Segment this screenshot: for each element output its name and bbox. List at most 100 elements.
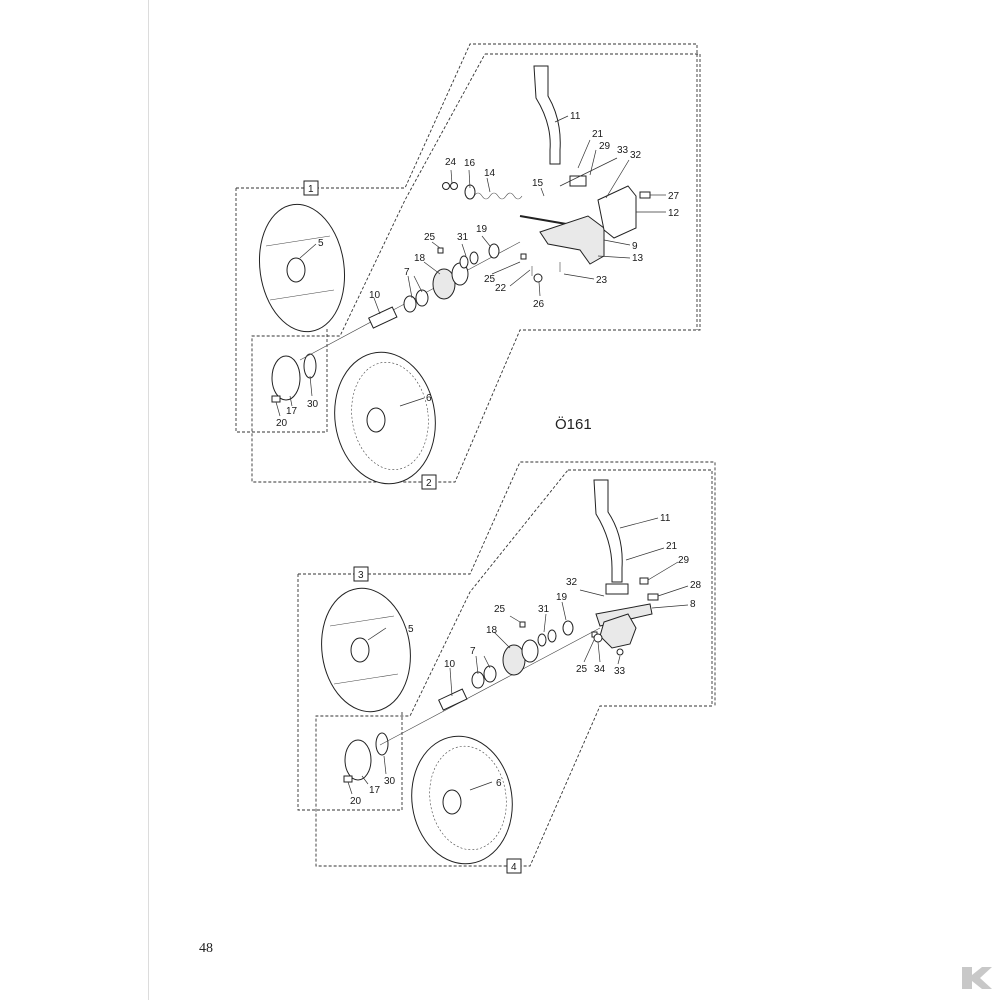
grease-nipple <box>519 621 526 628</box>
part-label: 25 <box>576 664 588 675</box>
part-label: 12 <box>668 208 680 219</box>
part-label: 33 <box>617 145 629 156</box>
assembly-lower: 3 4 <box>297 461 716 874</box>
group-number-3: 3 <box>358 570 364 581</box>
leader-lines <box>275 115 666 417</box>
stub-axle <box>438 688 468 711</box>
part-label: 11 <box>660 513 671 524</box>
bolt <box>639 577 649 585</box>
part-label: 8 <box>690 599 696 610</box>
part-label: 22 <box>495 283 507 294</box>
o-ring <box>303 353 317 379</box>
screw <box>343 775 353 783</box>
part-label: 21 <box>592 129 604 140</box>
group-box-4 <box>506 858 522 874</box>
grease-nipple <box>520 253 527 260</box>
assembly-upper: 1 2 <box>235 43 701 490</box>
screw <box>271 395 281 403</box>
part-label: 11 <box>570 111 581 122</box>
part-label: 14 <box>484 168 496 179</box>
group-box-3 <box>353 566 369 582</box>
figure-code: Ö161 <box>555 416 592 433</box>
part-label: 21 <box>666 541 678 552</box>
part-label: 28 <box>690 580 702 591</box>
part-label: 26 <box>533 299 545 310</box>
disc-notch-ring <box>429 745 507 851</box>
group-box-2 <box>421 474 437 490</box>
bearing <box>415 289 429 307</box>
part-label: 6 <box>496 778 502 789</box>
disc-notch-ring <box>351 361 429 471</box>
part-label: 30 <box>307 399 319 410</box>
group-outline-2 <box>251 53 701 483</box>
bush <box>469 251 479 265</box>
part-label: 30 <box>384 776 396 787</box>
group-number-2: 2 <box>426 478 432 489</box>
part-label: 10 <box>444 659 456 670</box>
part-label: 5 <box>318 238 324 249</box>
axle-centerline <box>379 627 601 746</box>
page-edge-rule <box>148 0 149 1000</box>
disc-hub-hole <box>366 407 386 433</box>
part-label: 25 <box>494 604 506 615</box>
washer <box>488 243 500 259</box>
part-label: 7 <box>470 646 476 657</box>
part-label: 32 <box>630 150 642 161</box>
part-label: 24 <box>445 157 457 168</box>
part-label: 5 <box>408 624 414 635</box>
bent-arm <box>533 65 561 165</box>
disc-slot <box>269 289 335 301</box>
spring <box>473 192 523 200</box>
bearing <box>471 671 485 689</box>
group-outline-4 <box>315 469 713 867</box>
bearing <box>403 295 417 313</box>
part-label: 25 <box>424 232 436 243</box>
side-plate <box>597 185 637 239</box>
part-label: 10 <box>369 290 381 301</box>
disc-hub-hole <box>286 257 306 283</box>
bush <box>547 629 557 643</box>
page-number: 48 <box>199 941 213 956</box>
part-label: 25 <box>484 274 496 285</box>
bush <box>459 255 469 269</box>
part-label: 17 <box>369 785 381 796</box>
group-number-1: 1 <box>308 184 314 195</box>
bolt <box>647 593 659 601</box>
bush <box>537 633 547 647</box>
grease-nipple <box>437 247 444 254</box>
part-label: 13 <box>632 253 644 264</box>
part-label: 6 <box>426 393 432 404</box>
part-label: 31 <box>538 604 550 615</box>
part-label: 15 <box>532 178 544 189</box>
group-outline-1 <box>235 43 698 433</box>
stub-axle <box>368 306 398 329</box>
hub <box>432 268 456 300</box>
bearing <box>483 665 497 683</box>
hub-collar <box>521 639 539 663</box>
nut <box>450 182 458 190</box>
nut <box>442 182 450 190</box>
group-outline-3 <box>297 461 716 811</box>
leader-lines <box>347 517 689 795</box>
part-label: 17 <box>286 406 298 417</box>
clamp <box>605 583 629 595</box>
part-label: 7 <box>404 267 410 278</box>
disc-slot <box>329 615 395 627</box>
part-label: 18 <box>486 625 498 636</box>
k-brand-logo-icon <box>962 967 992 989</box>
disc-hub-hole <box>350 637 370 663</box>
disc-hub-hole <box>442 789 462 815</box>
bent-arm <box>593 479 623 583</box>
part-label: 33 <box>614 666 626 677</box>
hub-flange <box>271 355 301 401</box>
pin <box>616 648 624 656</box>
part-label: 16 <box>464 158 476 169</box>
part-label: 29 <box>599 141 611 152</box>
part-label: 31 <box>457 232 469 243</box>
arm-bracket <box>539 215 605 265</box>
notched-disc <box>411 735 513 865</box>
part-labels-upper: 11 21 29 33 32 24 16 14 15 27 12 25 31 1… <box>276 111 680 429</box>
part-label: 27 <box>668 191 680 202</box>
